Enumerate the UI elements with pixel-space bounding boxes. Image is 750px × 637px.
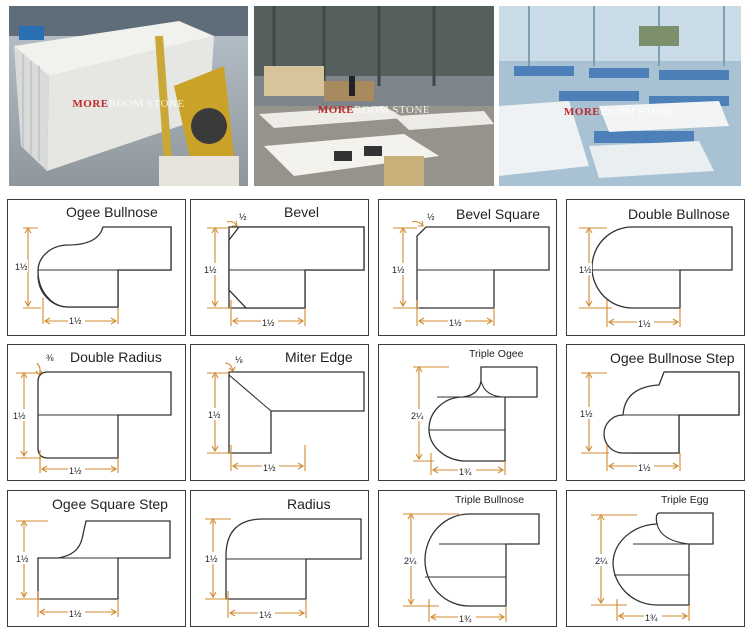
- profile-title: Ogee Bullnose Step: [610, 350, 735, 366]
- photo-watermark: MOREROOM STONE: [317, 104, 431, 116]
- profile-ogee-square-step: Ogee Square Step 1½ 1½: [7, 490, 186, 627]
- profile-double-radius: Double Radius ⅜ 1½ 1½: [7, 344, 186, 481]
- photo-workshop: MOREROOM STONE: [254, 6, 494, 186]
- profile-title: Double Radius: [70, 349, 162, 365]
- profile-triple-ogee: Triple Ogee 2¼ 1¾: [378, 344, 557, 481]
- height-dimension-label: 1½: [204, 265, 217, 275]
- edge-note-label: ½: [427, 212, 435, 222]
- photo-watermark: MOREROOM STONE: [72, 98, 185, 110]
- width-dimension-label: 1¾: [645, 613, 658, 623]
- height-dimension-label: 1½: [13, 411, 26, 421]
- edge-note-label: ⅛: [235, 355, 243, 365]
- height-dimension-label: 1½: [579, 265, 592, 275]
- profile-radius: Radius 1½ 1½: [190, 490, 369, 627]
- height-dimension-label: 1½: [205, 554, 218, 564]
- height-dimension-label: 2¼: [411, 411, 424, 421]
- width-dimension-label: 1½: [638, 463, 651, 473]
- height-dimension-label: 2¼: [595, 556, 608, 566]
- height-dimension-label: 1½: [15, 262, 28, 272]
- profile-triple-bullnose: Triple Bullnose 2¼ 1¾: [378, 490, 557, 627]
- height-dimension-label: 2¼: [404, 556, 417, 566]
- profile-title: Ogee Bullnose: [66, 204, 158, 220]
- profile-title: Ogee Square Step: [52, 496, 168, 512]
- photo-warehouse: MOREROOM STONE: [499, 6, 741, 186]
- height-dimension-label: 1½: [208, 410, 221, 420]
- width-dimension-label: 1½: [262, 318, 275, 328]
- height-dimension-label: 1½: [580, 409, 593, 419]
- profile-ogee-bullnose-step: Ogee Bullnose Step 1½ 1½: [566, 344, 745, 481]
- width-dimension-label: 1¾: [459, 467, 472, 477]
- width-dimension-label: 1½: [69, 316, 82, 326]
- width-dimension-label: 1¾: [459, 614, 472, 624]
- width-dimension-label: 1½: [263, 463, 276, 473]
- profile-title: Radius: [287, 496, 331, 512]
- profile-title: Miter Edge: [285, 349, 353, 365]
- width-dimension-label: 1½: [69, 609, 82, 619]
- profile-triple-egg: Triple Egg 2¼ 1¾: [566, 490, 745, 627]
- profile-miter-edge: Miter Edge ⅛ 1½ 1½: [190, 344, 369, 481]
- width-dimension-label: 1½: [69, 466, 82, 476]
- profile-title: Triple Ogee: [469, 348, 524, 360]
- profile-bevel-square: Bevel Square ½ 1½ 1½: [378, 199, 557, 336]
- profile-ogee-bullnose: Ogee Bullnose 1½ 1½: [7, 199, 186, 336]
- edge-note-label: ½: [239, 212, 247, 222]
- width-dimension-label: 1½: [259, 610, 272, 620]
- width-dimension-label: 1½: [449, 318, 462, 328]
- height-dimension-label: 1½: [16, 554, 29, 564]
- profile-title: Double Bullnose: [628, 206, 730, 222]
- profile-title: Triple Bullnose: [455, 494, 525, 506]
- profile-title: Bevel Square: [456, 206, 541, 222]
- edge-note-label: ⅜: [46, 353, 54, 363]
- profile-double-bullnose: Double Bullnose 1½ 1½: [566, 199, 745, 336]
- photo-watermark: MOREROOM STONE: [563, 106, 677, 118]
- photo-marble-cutting: MOREROOM STONE: [9, 6, 248, 186]
- height-dimension-label: 1½: [392, 265, 405, 275]
- width-dimension-label: 1½: [638, 319, 651, 329]
- profile-title: Triple Egg: [661, 494, 709, 506]
- profile-title: Bevel: [284, 204, 320, 220]
- profile-bevel: Bevel ½ 1½ 1½: [190, 199, 369, 336]
